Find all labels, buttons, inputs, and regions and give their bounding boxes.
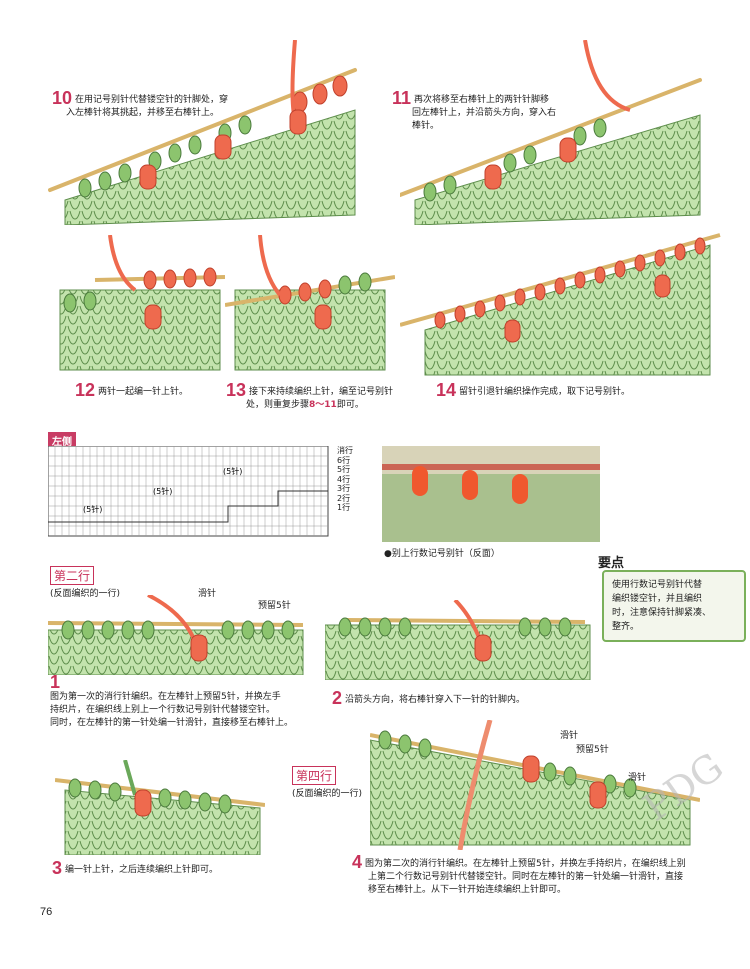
illustration-step-14: [400, 233, 721, 376]
chart-row-label: 4行: [337, 474, 351, 484]
illustration-lower-1: [48, 595, 304, 675]
illustration-lower-2: [325, 600, 591, 680]
second-row-reserve: 预留5针: [258, 601, 291, 611]
illustration-step-11: [400, 40, 702, 225]
chart-row-label: 6行: [337, 455, 351, 465]
illustration-lower-3: [55, 760, 265, 855]
step-11-number: 11: [392, 88, 412, 108]
lower-step-3-number: 3: [52, 858, 63, 878]
lower-step-4-number: 4: [352, 852, 363, 872]
chart-label-3: (5针): [223, 466, 242, 476]
chart-label-2: (5针): [153, 486, 172, 496]
step-10-number: 10: [52, 88, 73, 108]
knitting-photo: [382, 446, 600, 542]
chart-row-label: 2行: [337, 493, 351, 503]
step-12-number: 12: [75, 380, 96, 400]
step-13-number: 13: [226, 380, 247, 400]
illustration-step-10: [48, 40, 357, 225]
chart-row-labels: 消行 6行 5行 4行 3行 2行 1行: [337, 446, 353, 513]
fourth-row-title: 第四行: [292, 766, 337, 785]
fourth-row-subtitle: (反面编织的一行): [292, 789, 363, 799]
fourth-row-reserve: 预留5针: [576, 745, 609, 755]
second-row-title: 第二行: [50, 566, 95, 585]
second-row-subtitle: (反面编织的一行): [50, 589, 121, 599]
chart-row-label: 5行: [337, 465, 351, 474]
page-number: 76: [40, 906, 53, 918]
lower-step-1-text: 1 图为第一次的消行针编织。在左棒针上预留5针，并换左手 持织片，在编织线上别上…: [50, 672, 294, 728]
keypoint-box: 使用行数记号别针代替 编织镂空针，并且编织 时，注意保持针脚紧凑、 整齐。: [602, 570, 746, 642]
second-row-slip: 滑针: [198, 589, 217, 599]
lower-step-1-number: 1: [50, 672, 61, 692]
fourth-row-slip: 滑针: [560, 731, 579, 741]
lower-step-2-number: 2: [332, 688, 343, 708]
chart-row-label: 1行: [337, 503, 351, 512]
illustration-step-12: [59, 235, 225, 371]
illustration-step-13: [225, 235, 395, 371]
chart-row-label: 3行: [337, 484, 351, 493]
chart-tag: 左侧: [48, 432, 76, 449]
chart-label-1: (5针): [83, 504, 102, 514]
chart-row-label: 消行: [337, 446, 353, 455]
illustration-lower-4: [370, 720, 700, 850]
photo-caption: ●别上行数记号别针（反面）: [384, 549, 500, 559]
knit-chart: (5针) (5针) (5针): [48, 446, 329, 537]
fourth-row-slip-2: 滑针: [628, 773, 647, 783]
step-14-number: 14: [436, 380, 457, 400]
keypoint-title: 要点: [598, 556, 625, 571]
